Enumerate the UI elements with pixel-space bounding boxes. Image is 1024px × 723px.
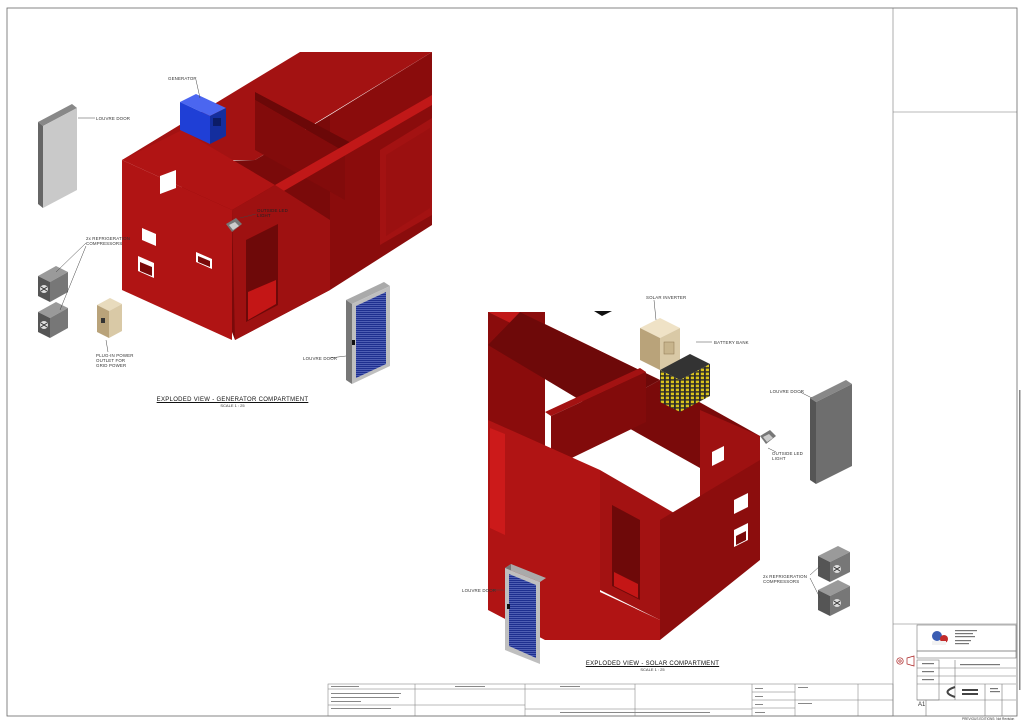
view-title-text: EXPLODED VIEW - SOLAR COMPARTMENT [585,661,720,667]
label-generator: GENERATOR [168,76,197,81]
label-outside-led-solar: OUTSIDE LED LIGHT [772,451,803,462]
title-column [892,8,1017,716]
louvre-door-right-gen [346,282,390,384]
bottom-strip-text [331,686,812,713]
label-louvre-door-right-solar: LOUVRE DOOR [770,389,805,394]
title-block-text [922,630,1000,693]
louvre-door-left-solar [505,564,546,664]
view-title-generator: EXPLODED VIEW - GENERATOR COMPARTMENT SC… [150,397,315,408]
projection-symbol-icon [896,655,915,667]
bottom-title-strip [327,683,894,717]
revision-footer: PREVIOUS EDITIONS: Not Revision [962,717,1014,721]
label-solar-inverter: SOLAR INVERTER [646,295,687,300]
arrow-icon [594,311,612,316]
compressor-unit [818,546,850,582]
compressor-unit [818,580,850,616]
louvre-door-right-solar [810,380,852,484]
label-refrigeration-gen: 2x REFRIGERATION COMPRESSORS [86,236,131,247]
label-louvre-door-left-solar: LOUVRE DOOR [462,588,497,593]
revision-value: Not Revision [996,717,1015,721]
label-battery-bank: BATTERY BANK [714,340,749,345]
view-scale-text: SCALE 1 : 25 [640,667,665,672]
solar-inverter-unit [640,318,680,370]
label-plug-outlet: PLUG-IN POWER OUTLET FOR GRID POWER [96,353,134,369]
view-scale-text: SCALE 1 : 25 [220,403,245,408]
label-louvre-door-right-gen: LOUVRE DOOR [303,356,338,361]
label-louvre-door-left-gen: LOUVRE DOOR [96,116,131,121]
leader-lines-gen [55,79,347,359]
client-logo-icon [946,686,978,698]
generator-unit [180,94,226,144]
battery-bank-unit [660,354,710,412]
label-outside-led-gen: OUTSIDE LED LIGHT [257,208,288,219]
view-title-solar: EXPLODED VIEW - SOLAR COMPARTMENT SCALE … [570,661,735,672]
revision-label: PREVIOUS EDITIONS: [962,717,996,721]
company-logo-icon [932,631,948,645]
sheet-size: A1 [918,702,926,708]
leader-lines-solar [492,299,821,599]
led-light-icon [760,430,776,444]
file-path-text [1019,390,1021,690]
label-refrigeration-solar: 2x REFRIGERATION COMPRESSORS [763,574,808,585]
view-title-text: EXPLODED VIEW - GENERATOR COMPARTMENT [156,397,309,403]
louvre-door-left-gen [38,104,77,208]
plug-outlet-unit [97,298,122,338]
compressor-unit [38,266,68,302]
led-light-icon [226,218,242,232]
compressor-unit [38,302,68,338]
